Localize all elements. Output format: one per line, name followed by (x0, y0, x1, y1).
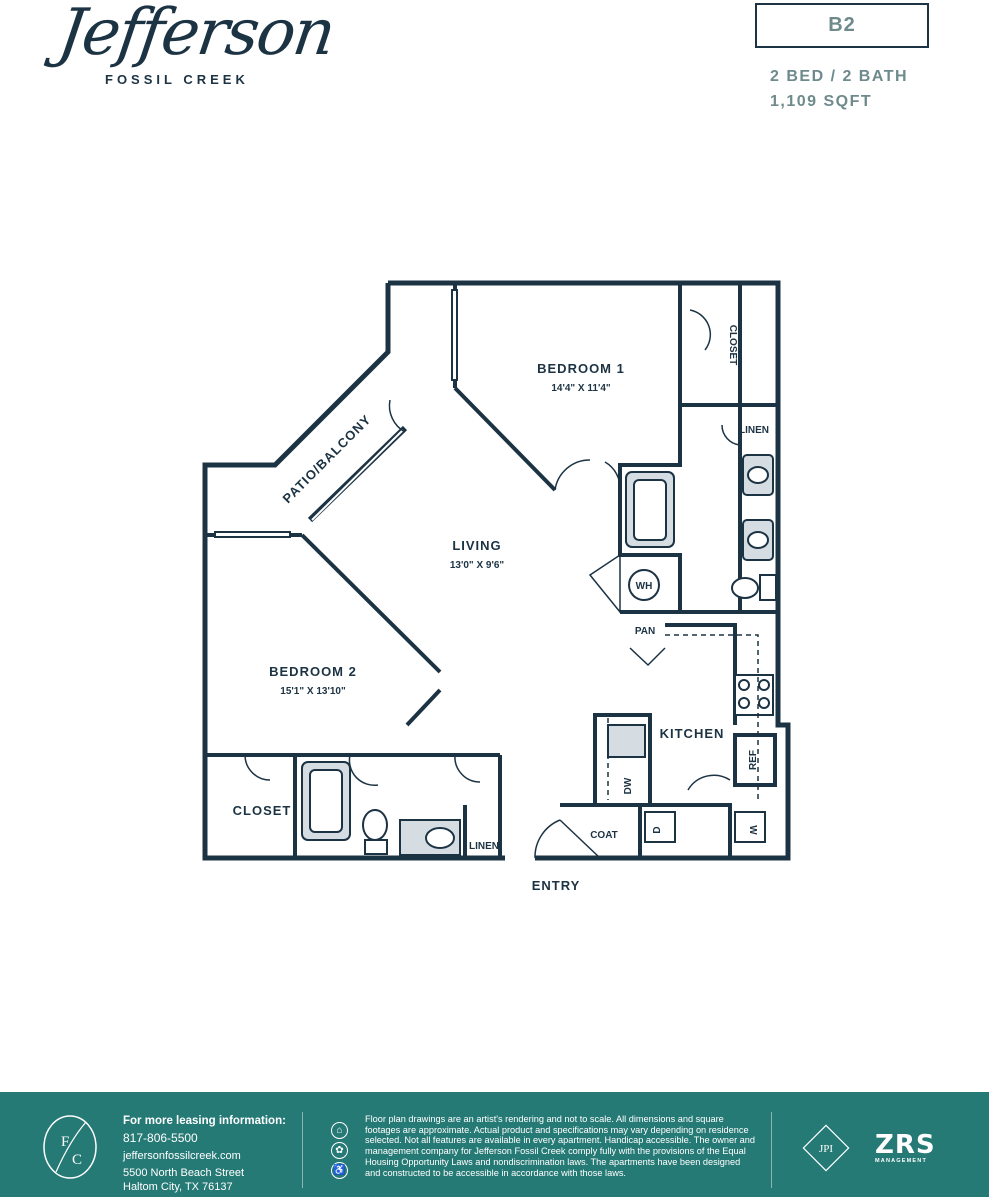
fixtures (301, 454, 777, 856)
entry-label: ENTRY (532, 878, 581, 893)
disclaimer-text: Floor plan drawings are an artist's rend… (365, 1114, 756, 1178)
washer-label: W (747, 825, 758, 835)
unit-code-box: B2 (755, 3, 929, 48)
unit-meta: 2 BED / 2 BATH 1,109 SQFT (770, 64, 908, 114)
bedroom2-dims: 15'1" X 13'10" (280, 686, 346, 697)
zrs-logo-text: ZRS (875, 1130, 936, 1160)
contact-block: For more leasing information: 817-806-55… (123, 1114, 286, 1194)
jpi-logo-text: JPI (819, 1143, 833, 1155)
phone-link[interactable]: 817-806-5500 (123, 1131, 198, 1145)
bedroom1-label: BEDROOM 1 (537, 361, 625, 376)
floor-plan: BEDROOM 1 14'4" X 11'4" LIVING 13'0" X 9… (202, 280, 791, 893)
wheelchair-icon: ♿ (331, 1162, 348, 1179)
fc-monogram-c: C (72, 1152, 82, 1168)
unit-beds-baths: 2 BED / 2 BATH (770, 68, 909, 85)
closet-top-label: CLOSET (727, 325, 738, 366)
unit-code: B2 (828, 14, 856, 36)
website-link[interactable]: jeffersonfossilcreek.com (123, 1150, 241, 1162)
bedroom1-dims: 14'4" X 11'4" (551, 383, 611, 394)
jpi-logo: JPI (802, 1124, 850, 1172)
fc-monogram-f: F (61, 1134, 69, 1150)
door-swings (244, 309, 741, 859)
wh-label: WH (636, 581, 653, 592)
address-line1: 5500 North Beach Street (123, 1167, 245, 1179)
footer: F C For more leasing information: 817-80… (0, 1092, 989, 1197)
linen-bottom-label: LINEN (469, 841, 499, 852)
exterior-walls (202, 280, 791, 861)
brand-logo: Jefferson FOSSIL CREEK (54, 0, 338, 100)
brand-sub-name: FOSSIL CREEK (105, 72, 249, 87)
pan-label: PAN (635, 626, 655, 637)
ref-label: REF (748, 750, 759, 770)
upper-cabinets (607, 634, 759, 800)
linen-top-label: LINEN (739, 425, 769, 436)
address-line2: Haltom City, TX 76137 (123, 1181, 233, 1193)
dryer-label: D (652, 826, 663, 833)
compliance-icons: ⌂ ✿ ♿ (331, 1122, 353, 1182)
kitchen-label: KITCHEN (660, 726, 725, 741)
patio-label: PATIO/BALCONY (280, 412, 375, 507)
living-dims: 13'0" X 9'6" (450, 560, 505, 571)
living-label: LIVING (452, 538, 501, 553)
equal-housing-icon: ⌂ (331, 1122, 348, 1139)
closet-bottom-label: CLOSET (233, 803, 292, 818)
zrs-logo-sub: MANAGEMENT (875, 1158, 928, 1164)
footer-divider-1 (302, 1112, 303, 1188)
leasing-heading: For more leasing information: (123, 1115, 286, 1127)
fc-monogram-logo: F C (43, 1115, 97, 1179)
dw-label: DW (623, 777, 634, 794)
windows (214, 289, 458, 538)
footer-divider-2 (771, 1112, 772, 1188)
pet-paw-icon: ✿ (331, 1142, 348, 1159)
coat-label: COAT (590, 830, 618, 841)
bedroom2-label: BEDROOM 2 (269, 664, 357, 679)
zrs-logo: ZRS MANAGEMENT (875, 1132, 955, 1172)
unit-sqft: 1,109 SQFT (770, 93, 873, 110)
